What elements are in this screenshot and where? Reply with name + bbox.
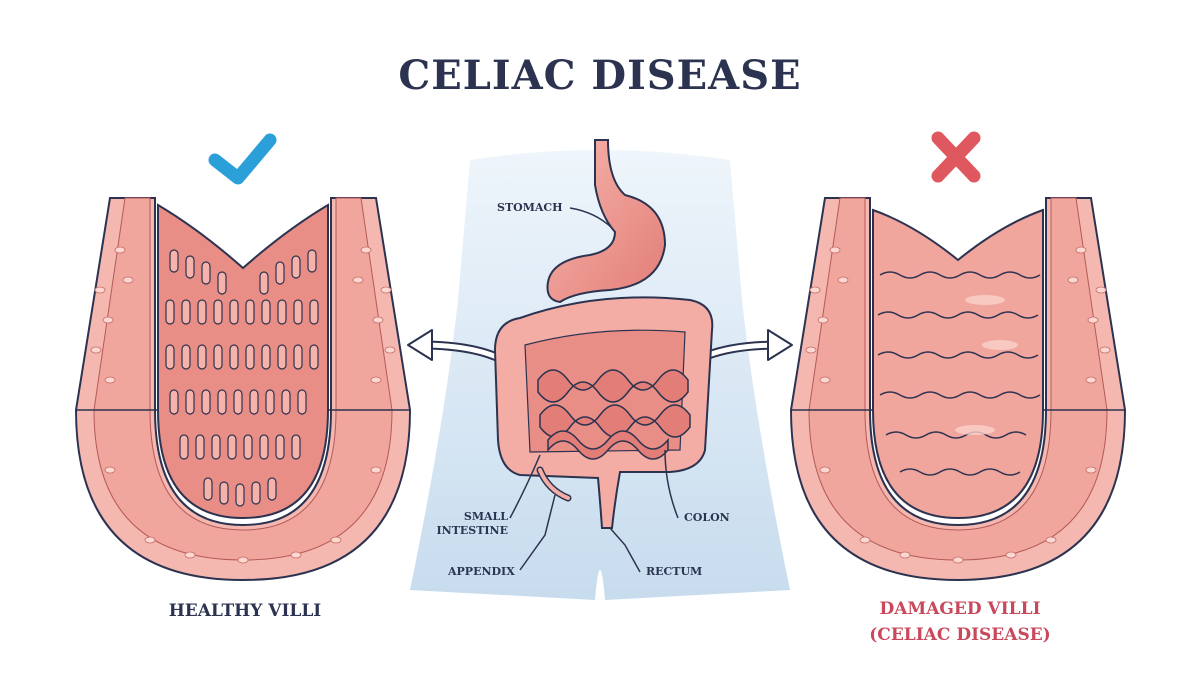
check-icon <box>208 133 277 185</box>
stomach-shape <box>546 139 667 304</box>
colon-label: COLON <box>684 511 730 524</box>
cross-icon <box>931 131 981 183</box>
damaged-villi-cross-section <box>789 197 1127 582</box>
appendix-label: APPENDIX <box>448 565 515 578</box>
small-intestine-label: SMALL INTESTINE <box>436 510 508 537</box>
leader-lines <box>509 207 679 573</box>
digestive-system <box>493 139 714 529</box>
stomach-label: STOMACH <box>497 201 563 214</box>
healthy-villi-label: HEALTHY VILLI <box>168 601 322 621</box>
page-title: CELIAC DISEASE <box>398 52 802 99</box>
rectum-label: RECTUM <box>646 565 703 578</box>
healthy-villi-cross-section <box>74 197 412 582</box>
damaged-villi-label: DAMAGED VILLI (CELIAC DISEASE) <box>869 599 1051 645</box>
